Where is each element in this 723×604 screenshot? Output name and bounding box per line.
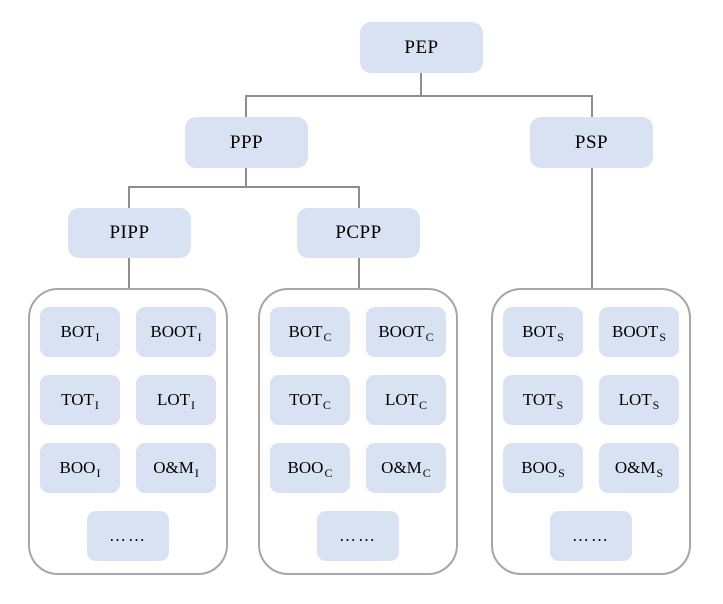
type-cell-subscript: C [323, 329, 332, 344]
type-cell-label: BOO [287, 458, 324, 477]
type-cell-subscript: I [95, 329, 100, 344]
node-pep: PEP [360, 22, 483, 73]
node-pcpp: PCPP [297, 208, 420, 258]
type-cell-label: …… [339, 526, 377, 545]
type-cell-label: BOT [60, 322, 95, 341]
connector-line [245, 168, 247, 188]
connector-line [245, 95, 247, 118]
connector-line [358, 186, 360, 209]
type-cell-subscript: S [558, 465, 565, 480]
type-cell-label: BOT [522, 322, 557, 341]
type-cell-subscript: S [557, 329, 564, 344]
connector-line [245, 95, 593, 97]
type-cell-label: BOOT [378, 322, 425, 341]
group-row: …… [87, 511, 169, 561]
connector-line [128, 258, 130, 289]
type-cell-label: LOT [384, 390, 419, 409]
type-cell-label: LOT [156, 390, 191, 409]
connector-line [358, 258, 360, 289]
type-cell-subscript: C [419, 397, 428, 412]
more-types-cell: …… [87, 511, 169, 561]
type-cell-label: BOT [288, 322, 323, 341]
type-cell-subscript: C [324, 465, 333, 480]
type-cell-label: BOO [59, 458, 96, 477]
node-pipp: PIPP [68, 208, 191, 258]
connector-line [128, 186, 130, 209]
connector-line [591, 95, 593, 118]
type-cell-label: O&M [153, 458, 194, 477]
type-cell-label: TOT [522, 390, 556, 409]
group-row: …… [550, 511, 632, 561]
connector-line [128, 186, 360, 188]
type-cell-label: TOT [61, 390, 94, 409]
type-cell-label: O&M [381, 458, 422, 477]
connector-line [591, 167, 593, 289]
type-cell-label: …… [572, 526, 610, 545]
type-cell-label: BOOT [612, 322, 659, 341]
type-cell-subscript: I [191, 397, 196, 412]
type-cell-subscript: I [96, 465, 101, 480]
more-types-cell: …… [317, 511, 399, 561]
node-ppp: PPP [185, 117, 308, 168]
group-row: …… [317, 511, 399, 561]
type-cell-subscript: I [197, 329, 202, 344]
type-cell-subscript: C [422, 465, 431, 480]
type-cell-subscript: S [659, 329, 666, 344]
type-cell-subscript: I [194, 465, 199, 480]
type-cell-subscript: S [656, 465, 664, 480]
more-types-cell: …… [550, 511, 632, 561]
type-cell-label: O&M [614, 458, 656, 477]
type-cell-subscript: S [652, 397, 660, 412]
node-psp: PSP [530, 117, 653, 168]
type-cell-subscript: I [94, 397, 99, 412]
type-cell-subscript: C [425, 329, 434, 344]
type-cell-label: BOOT [150, 322, 197, 341]
type-cell-label: …… [109, 526, 147, 545]
type-cell-label: BOO [521, 458, 558, 477]
connector-line [420, 73, 422, 96]
type-cell-label: LOT [618, 390, 652, 409]
type-cell-subscript: S [556, 397, 564, 412]
type-cell-label: TOT [289, 390, 322, 409]
type-cell-subscript: C [322, 397, 331, 412]
